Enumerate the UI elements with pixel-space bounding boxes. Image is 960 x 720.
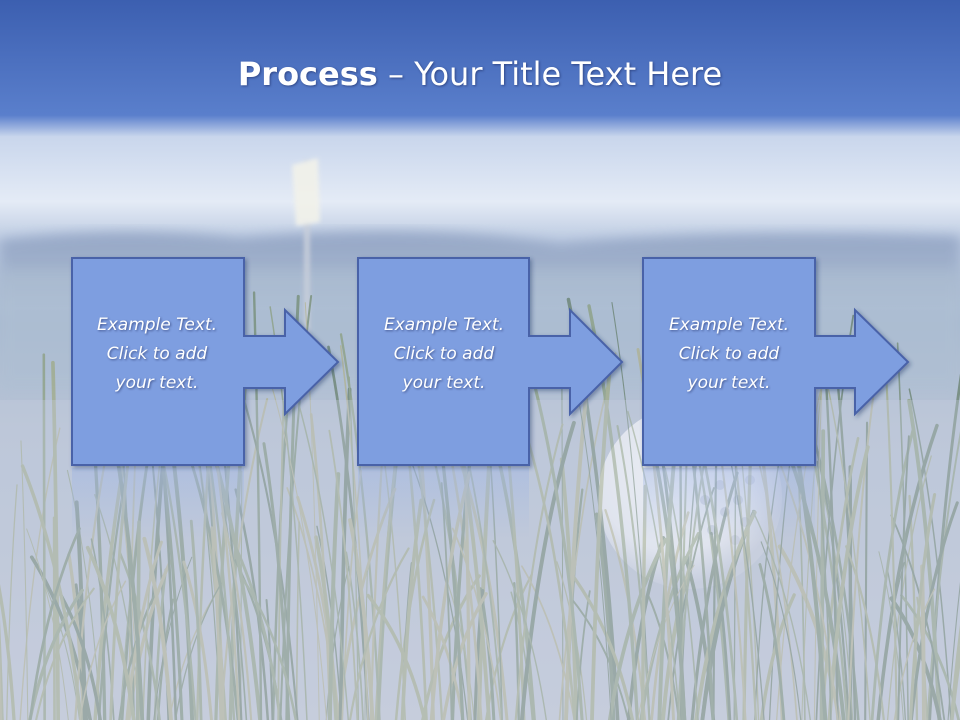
step-1-reflection [72,468,244,540]
step-2-reflection [358,468,529,540]
flag-icon [292,158,320,380]
process-step-3[interactable] [642,257,910,540]
step-3-text[interactable]: Example Text. Click to add your text. [668,315,790,393]
step-3-arrow-box [642,257,910,466]
step-1-arrow-box [71,257,340,466]
step-2-arrow-box [357,257,624,466]
step-2-text[interactable]: Example Text. Click to add your text. [383,315,505,393]
step-1-text[interactable]: Example Text. Click to add your text. [96,315,218,393]
process-step-2[interactable] [357,257,624,540]
title-bold: Process [237,55,378,93]
process-step-1[interactable] [71,257,340,540]
slide-title: Process – Your Title Text Here [0,52,960,96]
title-rest: – Your Title Text Here [377,55,723,93]
step-3-reflection [643,468,815,540]
